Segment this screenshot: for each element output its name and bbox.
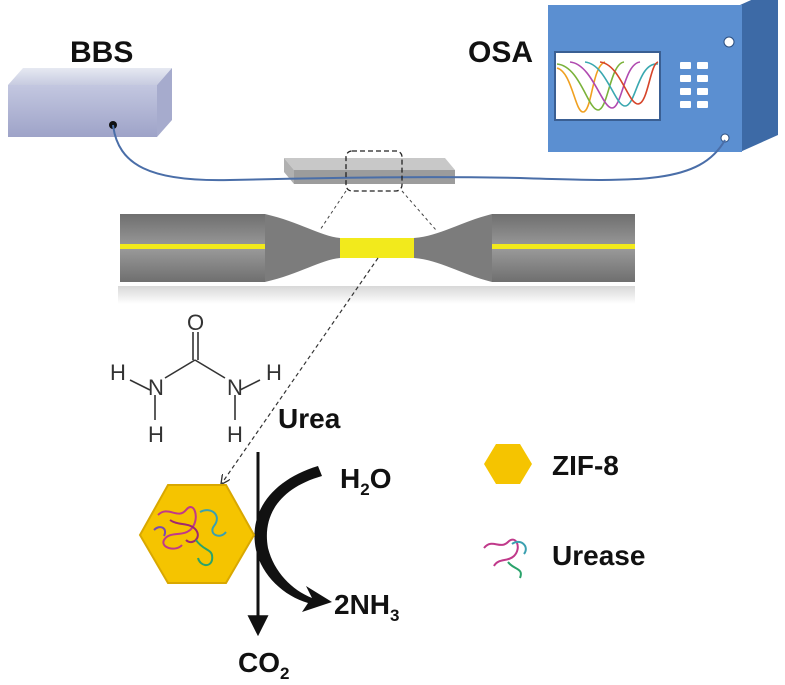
urea-label: Urea — [278, 403, 341, 434]
atom-hydrogen-4: H — [227, 422, 243, 447]
coated-waist — [340, 238, 414, 258]
tapered-fiber — [120, 214, 635, 282]
legend-zif8-icon — [484, 444, 532, 484]
legend-zif8-label: ZIF-8 — [552, 450, 619, 481]
co2-label: CO2 — [238, 647, 289, 683]
fiber-cable — [112, 124, 726, 182]
atom-hydrogen-3: H — [148, 422, 164, 447]
osa-label: OSA — [468, 36, 533, 69]
atom-oxygen: O — [187, 310, 204, 335]
bbs-label: BBS — [70, 36, 133, 69]
zoom-line-right — [401, 190, 437, 231]
urease-enzyme-icon — [153, 506, 227, 566]
bbs-box — [8, 68, 172, 137]
fiber-core-right — [492, 244, 635, 249]
legend: ZIF-8 Urease — [483, 444, 645, 579]
legend-urease-icon — [483, 538, 527, 579]
osa-knob — [723, 36, 735, 48]
zif8-crystal-with-urease — [138, 484, 256, 584]
atom-nitrogen-left: N — [148, 375, 164, 400]
sensor-plate — [284, 158, 455, 184]
osa-port — [720, 133, 730, 143]
urea-molecule: O N N H H H H — [110, 310, 282, 447]
atom-nitrogen-right: N — [227, 375, 243, 400]
spectrum-curves — [556, 61, 659, 113]
osa-box — [548, 0, 778, 152]
water-label: H2O — [340, 463, 391, 499]
fiber-reflection — [118, 265, 635, 304]
fiber-core-left — [120, 244, 265, 249]
osa-screen — [554, 51, 661, 121]
ammonia-label: 2NH3 — [334, 589, 399, 625]
atom-hydrogen-1: H — [110, 360, 126, 385]
zoom-box — [345, 150, 403, 192]
dashed-pointer-arrow — [222, 257, 379, 483]
osa-keypad — [680, 62, 708, 108]
legend-urease-label: Urease — [552, 540, 645, 571]
atom-hydrogen-2: H — [266, 360, 282, 385]
curved-arrow — [254, 466, 332, 612]
zoom-line-left — [319, 190, 347, 231]
